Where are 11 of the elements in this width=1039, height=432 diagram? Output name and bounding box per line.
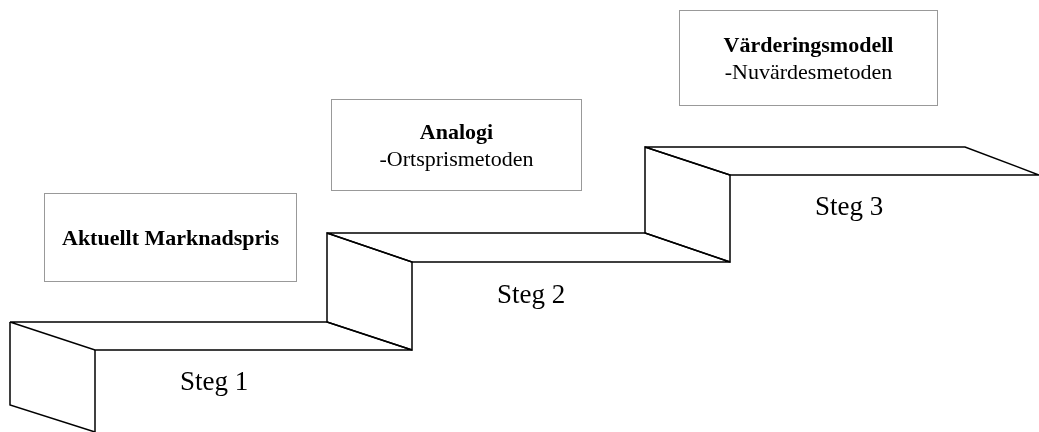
method-text: -Ortsprismetoden xyxy=(379,145,534,172)
box-heading: Analogi xyxy=(419,118,494,145)
method-text: -Nuvärdesmetoden xyxy=(724,58,893,85)
step-label: Steg 2 xyxy=(497,279,566,310)
text-box xyxy=(331,99,582,191)
step-label: Steg 3 xyxy=(815,191,884,222)
box-heading: Aktuellt Marknadspris xyxy=(62,224,279,251)
box-heading: Värderingsmodell xyxy=(723,31,894,58)
step-label: Steg 1 xyxy=(180,366,249,397)
text-box xyxy=(679,10,938,106)
text-box xyxy=(44,193,297,282)
